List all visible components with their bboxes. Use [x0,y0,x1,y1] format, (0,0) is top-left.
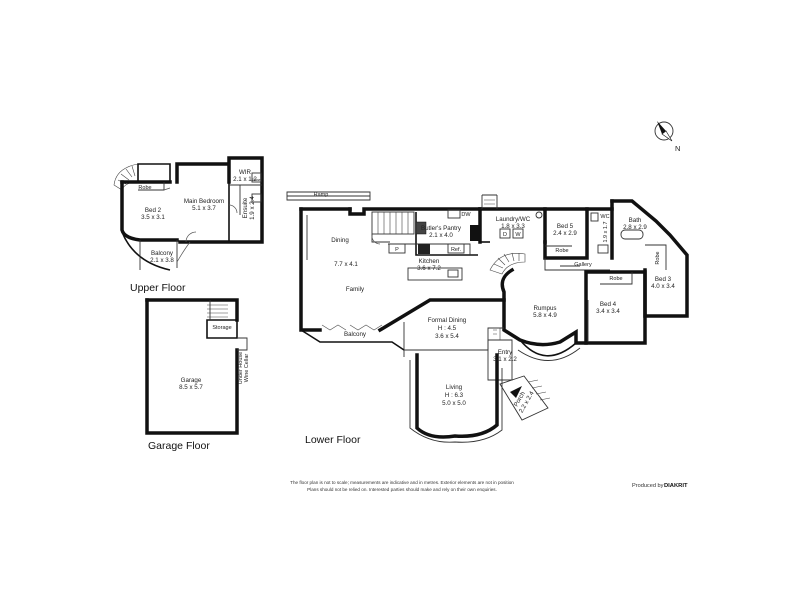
butlers-pantry-dim: 2.1 x 4.0 [429,232,453,239]
wine-cellar-line1: Under House [238,352,244,384]
ensuite-name: Ensuite [242,197,249,218]
formal-dining-height: H : 4.5 [438,325,457,332]
living-dim: 5.0 x 5.0 [442,400,466,407]
garage-floor-label: Garage Floor [148,440,210,452]
upper-curved-stair [113,163,139,191]
wir-dim: 2.1 x 1.2 [233,176,257,183]
bed3-name: Bed 3 [655,276,672,283]
compass: N [654,121,680,153]
ramp-label: Ramp [314,192,329,198]
kitchen-island [407,267,463,281]
compass-needle-icon [657,121,666,134]
lower-balcony-label: Balcony [344,331,367,338]
bed4-robe-label: Robe [609,276,622,282]
bed3-dim: 4.0 x 3.4 [651,283,675,290]
lower-floor-label: Lower Floor [305,434,361,446]
compass-tail-icon [661,130,673,142]
laundry-dim: 1.8 x 3.3 [501,223,525,230]
kitchen-dim: 3.6 x 7.2 [417,265,441,272]
laundry-name: Laundry/WC [496,216,531,223]
main-bedroom-name: Main Bedroom [184,198,224,205]
wine-cellar-line2: Wine Cellar [244,354,250,383]
lower-stair [371,211,415,235]
living-height: H : 6.3 [445,392,464,399]
credit-brand: DIAKRIT [664,483,688,489]
garage-floor-plan: Storage Garage 8.5 x 5.7 Under House Win… [145,298,250,435]
butlers-pantry-name: Butler's Pantry [421,225,462,232]
lower-floor-plan: Ramp Dining 7.7 x 4.1 Family Butler's Pa… [286,191,689,443]
main-bedroom-wall [175,156,264,244]
bath-bed3-wall [610,199,689,318]
bed2-wall [120,180,179,242]
lower-north-wall [348,207,482,216]
upper-balcony-dim: 2.1 x 3.8 [150,257,174,264]
bed4-name: Bed 4 [600,301,617,308]
wir-name: WIR [239,169,252,176]
bed5-name: Bed 5 [557,223,574,230]
laundry-d-label: D [503,232,507,238]
compass-north-label: N [675,144,680,153]
compass-ring [654,121,674,141]
upper-robe-label: Robe [138,185,151,191]
garage-dim: 8.5 x 5.7 [179,384,203,391]
lower-balcony-outline [300,329,405,351]
kitchen-name: Kitchen [419,258,440,265]
rumpus-dim: 5.8 x 4.9 [533,312,557,319]
wc-label: WC [600,214,609,220]
living-name: Living [446,384,463,391]
bath-name: Bath [629,217,642,224]
upper-floor-plan: Robe Bed 2 3.5 x 3.1 Main Bedroom 5.1 x … [113,156,264,271]
bed5-dim: 2.4 x 2.9 [553,230,577,237]
laundry-w-label: W [515,232,521,238]
porch-outline [499,375,549,421]
rumpus-name: Rumpus [533,305,556,312]
upper-floor-label: Upper Floor [130,282,186,294]
disclaimer-line2: Plans should not be relied on. Intereste… [307,487,497,492]
curved-feature-stair [489,253,526,275]
formal-dining-wall [377,298,506,333]
ramp-outline [286,191,371,201]
wc-dim: 1.9 x 1.7 [603,221,609,242]
garage-name: Garage [181,377,202,384]
bed2-dim: 3.5 x 3.1 [141,214,165,221]
entry-name: Entry [498,349,513,356]
disclaimer-line1: The floor plan is not to scale; measurem… [290,480,514,485]
family-label: Family [346,286,365,293]
family-west-wall [299,207,322,332]
living-wall [415,353,499,439]
entry-dim: 3.1 x 2.2 [493,356,517,363]
storage-label: Storage [212,325,231,331]
bed5-robe-label: Robe [555,248,568,254]
garage-wall [145,298,239,435]
formal-dining-name: Formal Dining [428,317,467,324]
bed4-dim: 3.4 x 3.4 [596,308,620,315]
bed3-robe-label: Robe [655,251,661,264]
dining-label: Dining [331,237,349,244]
shower-label: Shwr [251,177,261,182]
upper-balcony-name: Balcony [151,250,174,257]
ref-label: Ref. [451,247,462,253]
formal-dining-dim: 3.6 x 5.4 [435,333,459,340]
main-bedroom-dim: 5.1 x 3.7 [192,205,216,212]
ensuite-dim: 1.9 x 2.4 [249,196,256,220]
bed4-wall [584,270,647,345]
bed5-wall [543,207,589,260]
gallery-label: Gallery [574,262,592,268]
pantry-p-label: P [395,247,399,253]
butlers-dw-label: DW [461,212,471,218]
family-dim: 7.7 x 4.1 [334,261,358,268]
credit-prefix: Produced by [632,483,664,489]
bath-dim: 2.8 x 2.9 [623,224,647,231]
bed2-name: Bed 2 [145,207,162,214]
